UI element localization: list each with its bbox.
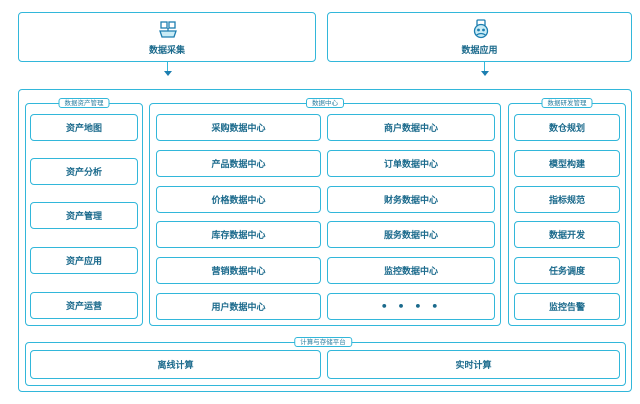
data-center-more[interactable]: • • • • [327, 293, 495, 320]
data-center-item[interactable]: 订单数据中心 [327, 150, 495, 177]
asset-management-title: 数据资产管理 [58, 98, 110, 108]
platform-title: 计算与存储平台 [294, 337, 352, 347]
data-center-item-label: 用户数据中心 [211, 303, 266, 313]
arrow-down-icon [481, 71, 489, 76]
arrow-line-left [167, 62, 168, 72]
dev-item[interactable]: 数据开发 [514, 221, 620, 248]
data-center-item[interactable]: 营销数据中心 [156, 257, 321, 284]
asset-item[interactable]: 资产地图 [30, 114, 138, 141]
dev-item[interactable]: 数仓规划 [514, 114, 620, 141]
dev-item-label: 数据开发 [548, 231, 585, 241]
dev-item[interactable]: 模型构建 [514, 150, 620, 177]
platform-item[interactable]: 离线计算 [30, 350, 321, 379]
asset-item-label: 资产应用 [65, 257, 102, 267]
data-center-item-label: 营销数据中心 [211, 267, 266, 277]
data-center-item[interactable]: 库存数据中心 [156, 221, 321, 248]
data-center-item-label: 商户数据中心 [383, 124, 438, 134]
data-center-item-label: 订单数据中心 [383, 160, 438, 170]
dev-item-label: 数仓规划 [548, 124, 585, 134]
data-center-item[interactable]: 用户数据中心 [156, 293, 321, 320]
data-collection-icon [159, 21, 177, 38]
dev-management-title: 数据研发管理 [541, 98, 593, 108]
asset-item-label: 资产地图 [65, 124, 102, 134]
data-center-item-label: 服务数据中心 [383, 231, 438, 241]
asset-item-label: 资产管理 [65, 212, 102, 222]
data-center-item-label: 产品数据中心 [211, 160, 266, 170]
asset-item[interactable]: 资产运营 [30, 292, 138, 319]
dev-item-label: 任务调度 [548, 267, 585, 277]
asset-item[interactable]: 资产分析 [30, 158, 138, 185]
dev-item-label: 监控告警 [548, 303, 585, 313]
data-application-box: 数据应用 [327, 12, 632, 62]
data-center-item-label: 采购数据中心 [211, 124, 266, 134]
dev-item[interactable]: 监控告警 [514, 293, 620, 320]
dev-item-label: 指标规范 [548, 196, 585, 206]
dev-item-label: 模型构建 [548, 160, 585, 170]
data-center-title: 数据中心 [306, 98, 344, 108]
data-application-label: 数据应用 [461, 46, 498, 56]
data-collection-box: 数据采集 [18, 12, 316, 62]
data-center-item[interactable]: 监控数据中心 [327, 257, 495, 284]
asset-item-label: 资产分析 [65, 168, 102, 178]
data-collection-label: 数据采集 [148, 46, 185, 56]
data-center-item[interactable]: 服务数据中心 [327, 221, 495, 248]
data-center-item[interactable]: 财务数据中心 [327, 186, 495, 213]
asset-item[interactable]: 资产应用 [30, 247, 138, 274]
platform-item-label: 离线计算 [157, 361, 194, 371]
arrow-line-right [484, 62, 485, 72]
data-center-item[interactable]: 产品数据中心 [156, 150, 321, 177]
data-center-item[interactable]: 价格数据中心 [156, 186, 321, 213]
ellipsis-dots: • • • • [380, 300, 442, 313]
dev-item[interactable]: 指标规范 [514, 186, 620, 213]
data-application-icon [473, 19, 489, 39]
data-center-item-label: 财务数据中心 [383, 196, 438, 206]
data-center-item[interactable]: 商户数据中心 [327, 114, 495, 141]
data-center-item-label: 价格数据中心 [211, 196, 266, 206]
arrow-down-icon [164, 71, 172, 76]
data-center-item[interactable]: 采购数据中心 [156, 114, 321, 141]
data-center-item-label: 监控数据中心 [383, 267, 438, 277]
asset-item-label: 资产运营 [65, 302, 102, 312]
dev-item[interactable]: 任务调度 [514, 257, 620, 284]
data-center-item-label: 库存数据中心 [211, 231, 266, 241]
platform-item-label: 实时计算 [455, 361, 492, 371]
platform-item[interactable]: 实时计算 [327, 350, 620, 379]
asset-item[interactable]: 资产管理 [30, 202, 138, 229]
